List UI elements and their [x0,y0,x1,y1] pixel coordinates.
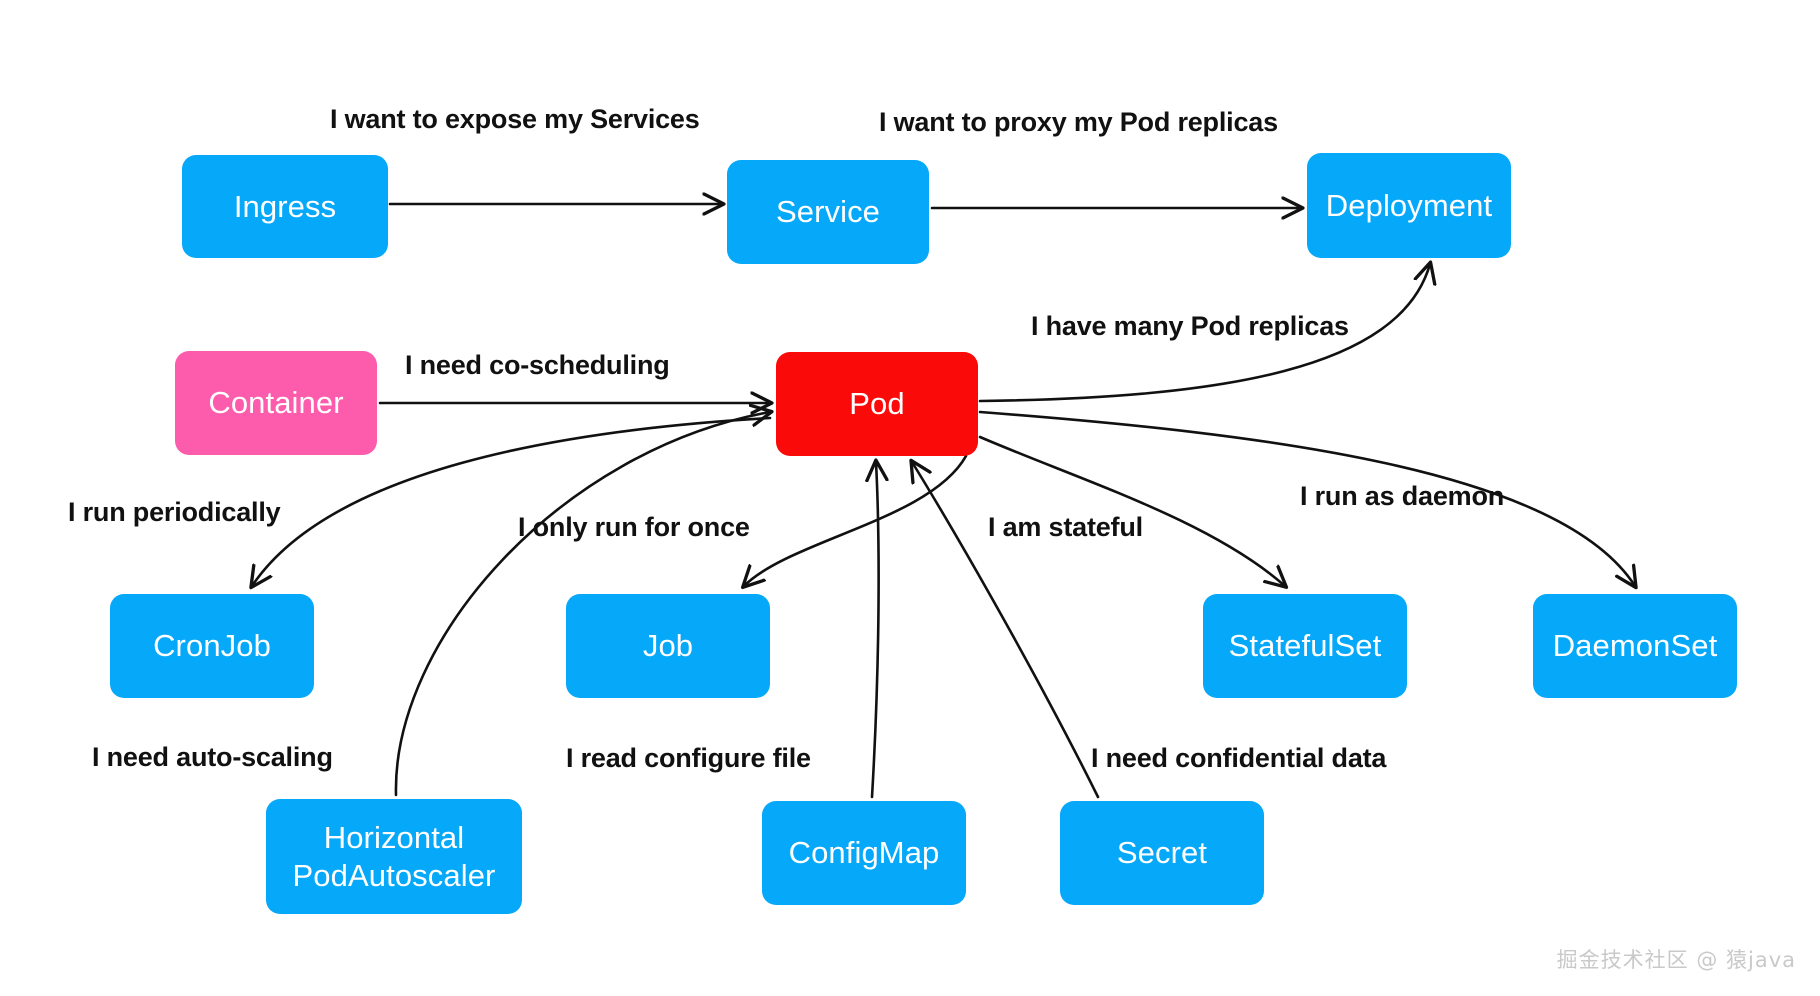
node-job[interactable]: Job [566,594,770,698]
edge-pod-to-deployment [978,264,1430,403]
node-container[interactable]: Container [175,351,377,455]
node-daemonset[interactable]: DaemonSet [1533,594,1737,698]
edge-pod-to-job [744,454,968,586]
node-service[interactable]: Service [727,160,929,264]
node-ingress[interactable]: Ingress [182,155,388,258]
node-secret[interactable]: Secret [1060,801,1264,905]
edge-label-run-periodically: I run periodically [68,497,281,527]
edge-label-am-stateful: I am stateful [988,512,1143,542]
edge-label-read-configure: I read configure file [566,743,811,773]
edge-hpa-to-pod [394,412,770,797]
node-deployment[interactable]: Deployment [1307,153,1511,258]
edge-label-expose-services: I want to expose my Services [330,104,700,134]
edge-pod-to-cronjob [252,416,772,586]
edge-configmap-to-pod [872,462,879,799]
edge-label-run-as-daemon: I run as daemon [1300,481,1505,511]
edge-label-confidential: I need confidential data [1091,743,1387,773]
edge-pod-to-daemonset [978,410,1635,586]
edge-secret-to-pod [912,462,1100,799]
edge-label-co-scheduling: I need co-scheduling [405,350,670,380]
edge-pod-to-statefulset [978,435,1285,586]
node-hpa[interactable]: Horizontal PodAutoscaler [266,799,522,914]
node-statefulset[interactable]: StatefulSet [1203,594,1407,698]
watermark: 掘金技术社区 @ 猿java [1556,948,1796,972]
edge-label-auto-scaling: I need auto-scaling [92,742,333,772]
node-pod[interactable]: Pod [776,352,978,456]
node-configmap[interactable]: ConfigMap [762,801,966,905]
edge-label-proxy-replicas: I want to proxy my Pod replicas [879,107,1278,137]
node-cronjob[interactable]: CronJob [110,594,314,698]
edge-label-many-replicas: I have many Pod replicas [1031,311,1349,341]
edge-label-run-for-once: I only run for once [518,512,750,542]
